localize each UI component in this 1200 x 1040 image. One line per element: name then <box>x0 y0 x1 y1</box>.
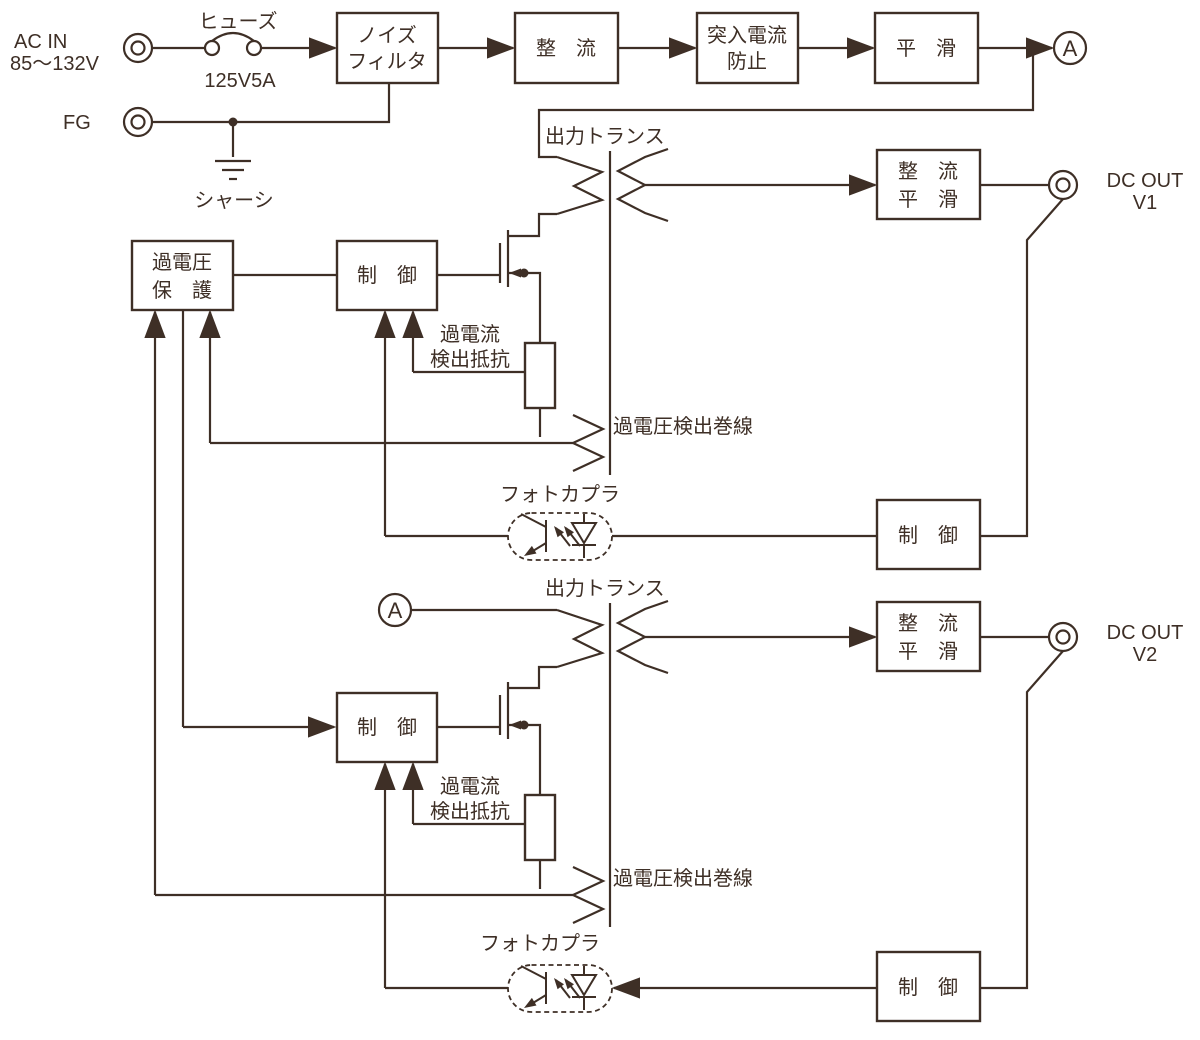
output-transformer-label: 出力トランス <box>545 577 665 600</box>
ov-detect-winding <box>570 866 606 924</box>
block-rectifier <box>513 11 620 85</box>
photocoupler-outline <box>507 512 613 561</box>
block-inrush-label2: 防止 <box>727 50 767 73</box>
block-rect-smooth-label2: 平 滑 <box>898 188 958 211</box>
node-a-label: A <box>1063 36 1078 61</box>
v2-label: V2 <box>1133 644 1157 666</box>
block-rect-smooth-label1: 整 流 <box>898 612 958 635</box>
mosfet-1 <box>437 230 542 343</box>
block-control-secondary-2 <box>875 950 982 1023</box>
fuse-cap-right <box>245 39 263 57</box>
ov-detect-winding-label: 過電圧検出巻線 <box>613 415 753 438</box>
overcurrent-label1: 過電流 <box>440 775 500 798</box>
dc-bus-wire <box>537 48 1035 159</box>
fg-terminal-inner <box>130 114 146 130</box>
chassis-label: シャーシ <box>194 190 274 212</box>
block-control-label: 制 御 <box>898 524 958 547</box>
fuse-label: ヒューズ <box>199 10 278 33</box>
block-inrush-label1: 突入電流 <box>707 24 787 47</box>
fg-label: FG <box>63 112 91 134</box>
ac-in-voltage-label: 85～132V <box>10 53 100 75</box>
block-rect-smooth-label1: 整 流 <box>898 160 958 183</box>
block-control-label: 制 御 <box>357 264 417 287</box>
dc-out-v2-terminal-inner <box>1055 629 1071 645</box>
fuse-arc <box>211 31 255 42</box>
voltage-sense-wire <box>980 650 1064 990</box>
primary-winding <box>556 608 605 669</box>
led-triangle <box>570 974 598 997</box>
fuse-symbol <box>203 31 263 57</box>
overcurrent-label2: 検出抵抗 <box>430 348 510 371</box>
fg-terminal <box>122 106 154 138</box>
dc-out-label: DC OUT <box>1107 622 1184 644</box>
wire <box>508 665 557 690</box>
voltage-sense-wire <box>980 198 1064 538</box>
block-rect-smooth-1 <box>875 148 982 221</box>
fuse-cap-left <box>203 39 221 57</box>
dc-out-label: DC OUT <box>1107 170 1184 192</box>
photocoupler-label: フォトカプラ <box>480 933 600 955</box>
light-ray-arrow <box>564 978 574 990</box>
photocoupler-outline <box>507 964 613 1013</box>
node-a-label: A <box>388 598 403 623</box>
dc-out-v1-terminal-inner <box>1055 177 1071 193</box>
ov-detect-winding <box>570 414 606 472</box>
dc-out-v1-terminal <box>1047 169 1079 201</box>
light-ray-arrow <box>564 526 574 538</box>
primary-winding <box>556 155 605 216</box>
ov-detect-winding-label: 過電圧検出巻線 <box>613 867 753 890</box>
mosfet-arrow <box>509 720 521 730</box>
junction-dot <box>519 268 529 278</box>
photocoupler-1 <box>507 512 613 561</box>
junction-dot <box>519 720 529 730</box>
fuse-rating-label: 125V5A <box>204 70 276 92</box>
photocoupler-label: フォトカプラ <box>500 484 620 506</box>
source-wire <box>508 723 542 795</box>
channel-1: 出力トランス 過電圧 保 護 制 御 <box>130 125 1184 897</box>
v1-label: V1 <box>1133 192 1157 214</box>
mosfet-arrow <box>509 268 521 278</box>
block-control-primary-2 <box>335 691 439 764</box>
node-a-circle <box>1052 30 1088 66</box>
ac-in-terminal-inner <box>130 40 146 56</box>
light-ray-arrow <box>554 978 564 990</box>
block-noise-filter-label1: ノイズ <box>357 24 416 47</box>
block-control-label: 制 御 <box>357 716 417 739</box>
block-ovp-label2: 保 護 <box>152 279 212 302</box>
phototransistor-collector <box>520 965 547 980</box>
block-noise-filter <box>335 11 440 85</box>
channel-2: A 出力トランス 制 御 過電流 検出抵抗 <box>183 577 1184 1023</box>
mosfet-2 <box>437 682 542 795</box>
ac-input-chain: AC IN 85～132V ヒューズ 125V5A ノイズ フィルタ 整 流 突… <box>10 10 1088 159</box>
chassis-ground-icon <box>215 159 251 181</box>
wire <box>508 212 557 238</box>
block-rectifier-label: 整 流 <box>536 37 596 60</box>
photocoupler-2 <box>507 964 613 1013</box>
light-ray-arrow <box>554 526 564 538</box>
source-wire <box>508 271 542 343</box>
overcurrent-resistor <box>523 793 557 862</box>
emitter-arrow <box>524 997 537 1008</box>
ac-in-label: AC IN <box>14 31 67 53</box>
block-control-label: 制 御 <box>898 976 958 999</box>
block-noise-filter-label2: フィルタ <box>347 50 427 73</box>
block-rect-smooth-label2: 平 滑 <box>898 640 958 663</box>
phototransistor-collector <box>520 513 547 528</box>
block-inrush-prevention <box>695 11 800 85</box>
led-triangle <box>570 522 598 545</box>
overcurrent-label2: 検出抵抗 <box>430 800 510 823</box>
block-control-secondary-1 <box>875 498 982 571</box>
block-ovp-label1: 過電圧 <box>152 251 212 274</box>
fg-chassis: FG シャーシ <box>63 83 391 212</box>
overcurrent-resistor <box>523 341 557 410</box>
output-transformer-label: 出力トランス <box>545 125 665 148</box>
dc-out-v2-terminal <box>1047 621 1079 653</box>
ac-in-terminal <box>122 32 154 64</box>
block-smoothing-label: 平 滑 <box>896 37 956 60</box>
emitter-arrow <box>524 545 537 556</box>
overcurrent-label1: 過電流 <box>440 323 500 346</box>
